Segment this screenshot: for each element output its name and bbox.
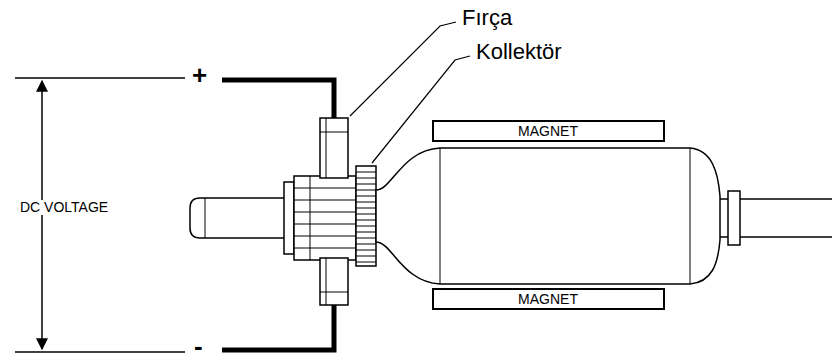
leader-line xyxy=(350,22,456,116)
commutator-ring xyxy=(356,166,376,266)
shaft xyxy=(190,198,290,238)
polarity-sign: - xyxy=(194,333,203,360)
voltage-reference-line xyxy=(15,351,185,353)
supply-wire xyxy=(222,80,334,118)
shaft-edge xyxy=(205,198,206,238)
shaft-flange xyxy=(284,182,294,254)
magnet-box: MAGNET xyxy=(432,120,665,142)
shaft-collar xyxy=(728,191,740,245)
part-name: Fırça xyxy=(462,6,512,29)
brush xyxy=(320,118,348,178)
rotor xyxy=(376,148,720,284)
commutator-segments xyxy=(294,176,356,260)
voltage-label: DC VOLTAGE xyxy=(20,200,112,215)
leader-line xyxy=(372,56,470,163)
magnet-box: MAGNET xyxy=(432,288,665,310)
magnet-label: MAGNET xyxy=(518,124,578,138)
magnet-label: MAGNET xyxy=(518,292,578,306)
brush-edge xyxy=(326,258,327,305)
brush-edge xyxy=(320,132,348,133)
voltage-reference-line xyxy=(15,77,185,79)
commutator xyxy=(294,176,356,260)
brush-edge xyxy=(320,292,348,293)
rotor-edge xyxy=(690,148,691,284)
voltage-arrow xyxy=(41,81,43,349)
brush xyxy=(320,258,348,305)
supply-wire xyxy=(222,305,334,350)
polarity-sign: + xyxy=(192,62,207,89)
brush-edge xyxy=(326,118,327,178)
part-name: Kollektör xyxy=(476,40,562,63)
ring-hatch xyxy=(356,172,376,262)
rotor-edge xyxy=(440,148,441,284)
